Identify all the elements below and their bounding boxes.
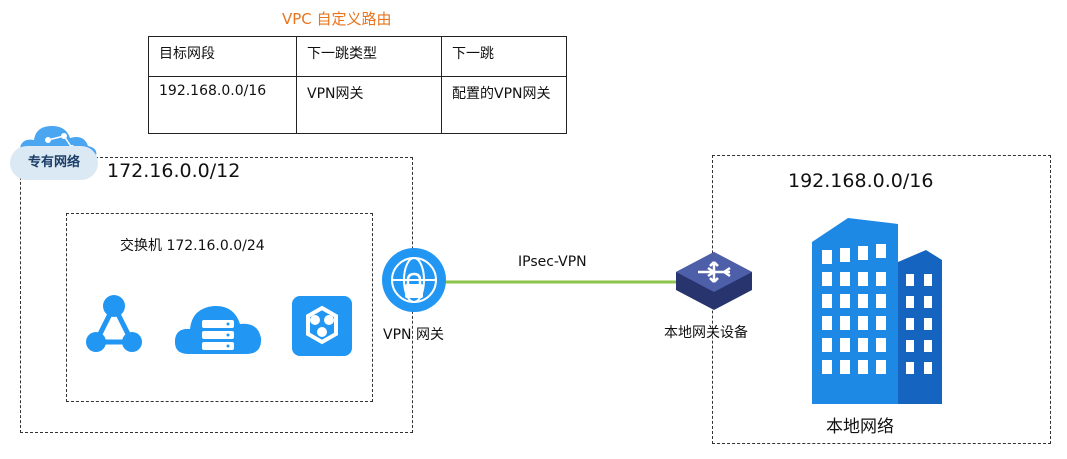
header-next-hop: 下一跳 <box>441 36 567 77</box>
switch-boundary <box>66 213 373 402</box>
network-topology-icon <box>86 295 142 352</box>
router-icon[interactable] <box>668 244 760 316</box>
diagram-title: VPC 自定义路由 <box>282 10 392 28</box>
header-destination: 目标网段 <box>148 36 297 77</box>
vpc-tag: 专有网络 <box>10 146 98 180</box>
cell-destination: 192.168.0.0/16 <box>148 76 297 134</box>
cell-next-hop: 配置的VPN网关 <box>441 76 567 134</box>
local-cidr: 192.168.0.0/16 <box>788 170 934 192</box>
app-hexagon-icon <box>292 296 352 356</box>
vpn-gateway-icon[interactable] <box>380 246 448 314</box>
building-icon <box>812 218 942 404</box>
vpc-cidr: 172.16.0.0/12 <box>107 160 241 182</box>
ipsec-vpn-link <box>440 280 680 284</box>
local-network-label: 本地网络 <box>826 417 894 437</box>
vpn-gateway-label: VPN 网关 <box>383 327 444 343</box>
route-table-row: 192.168.0.0/16 VPN网关 配置的VPN网关 <box>148 76 567 134</box>
cell-next-hop-type: VPN网关 <box>296 76 442 134</box>
local-gateway-device-label: 本地网关设备 <box>664 325 748 341</box>
header-next-hop-type: 下一跳类型 <box>296 36 442 77</box>
ipsec-vpn-label: IPsec-VPN <box>518 254 587 270</box>
route-table: 目标网段 下一跳类型 下一跳 192.168.0.0/16 VPN网关 配置的V… <box>148 36 567 134</box>
cloud-database-icon <box>174 305 262 354</box>
route-table-header: 目标网段 下一跳类型 下一跳 <box>148 36 567 77</box>
switch-label: 交换机 172.16.0.0/24 <box>120 238 265 254</box>
